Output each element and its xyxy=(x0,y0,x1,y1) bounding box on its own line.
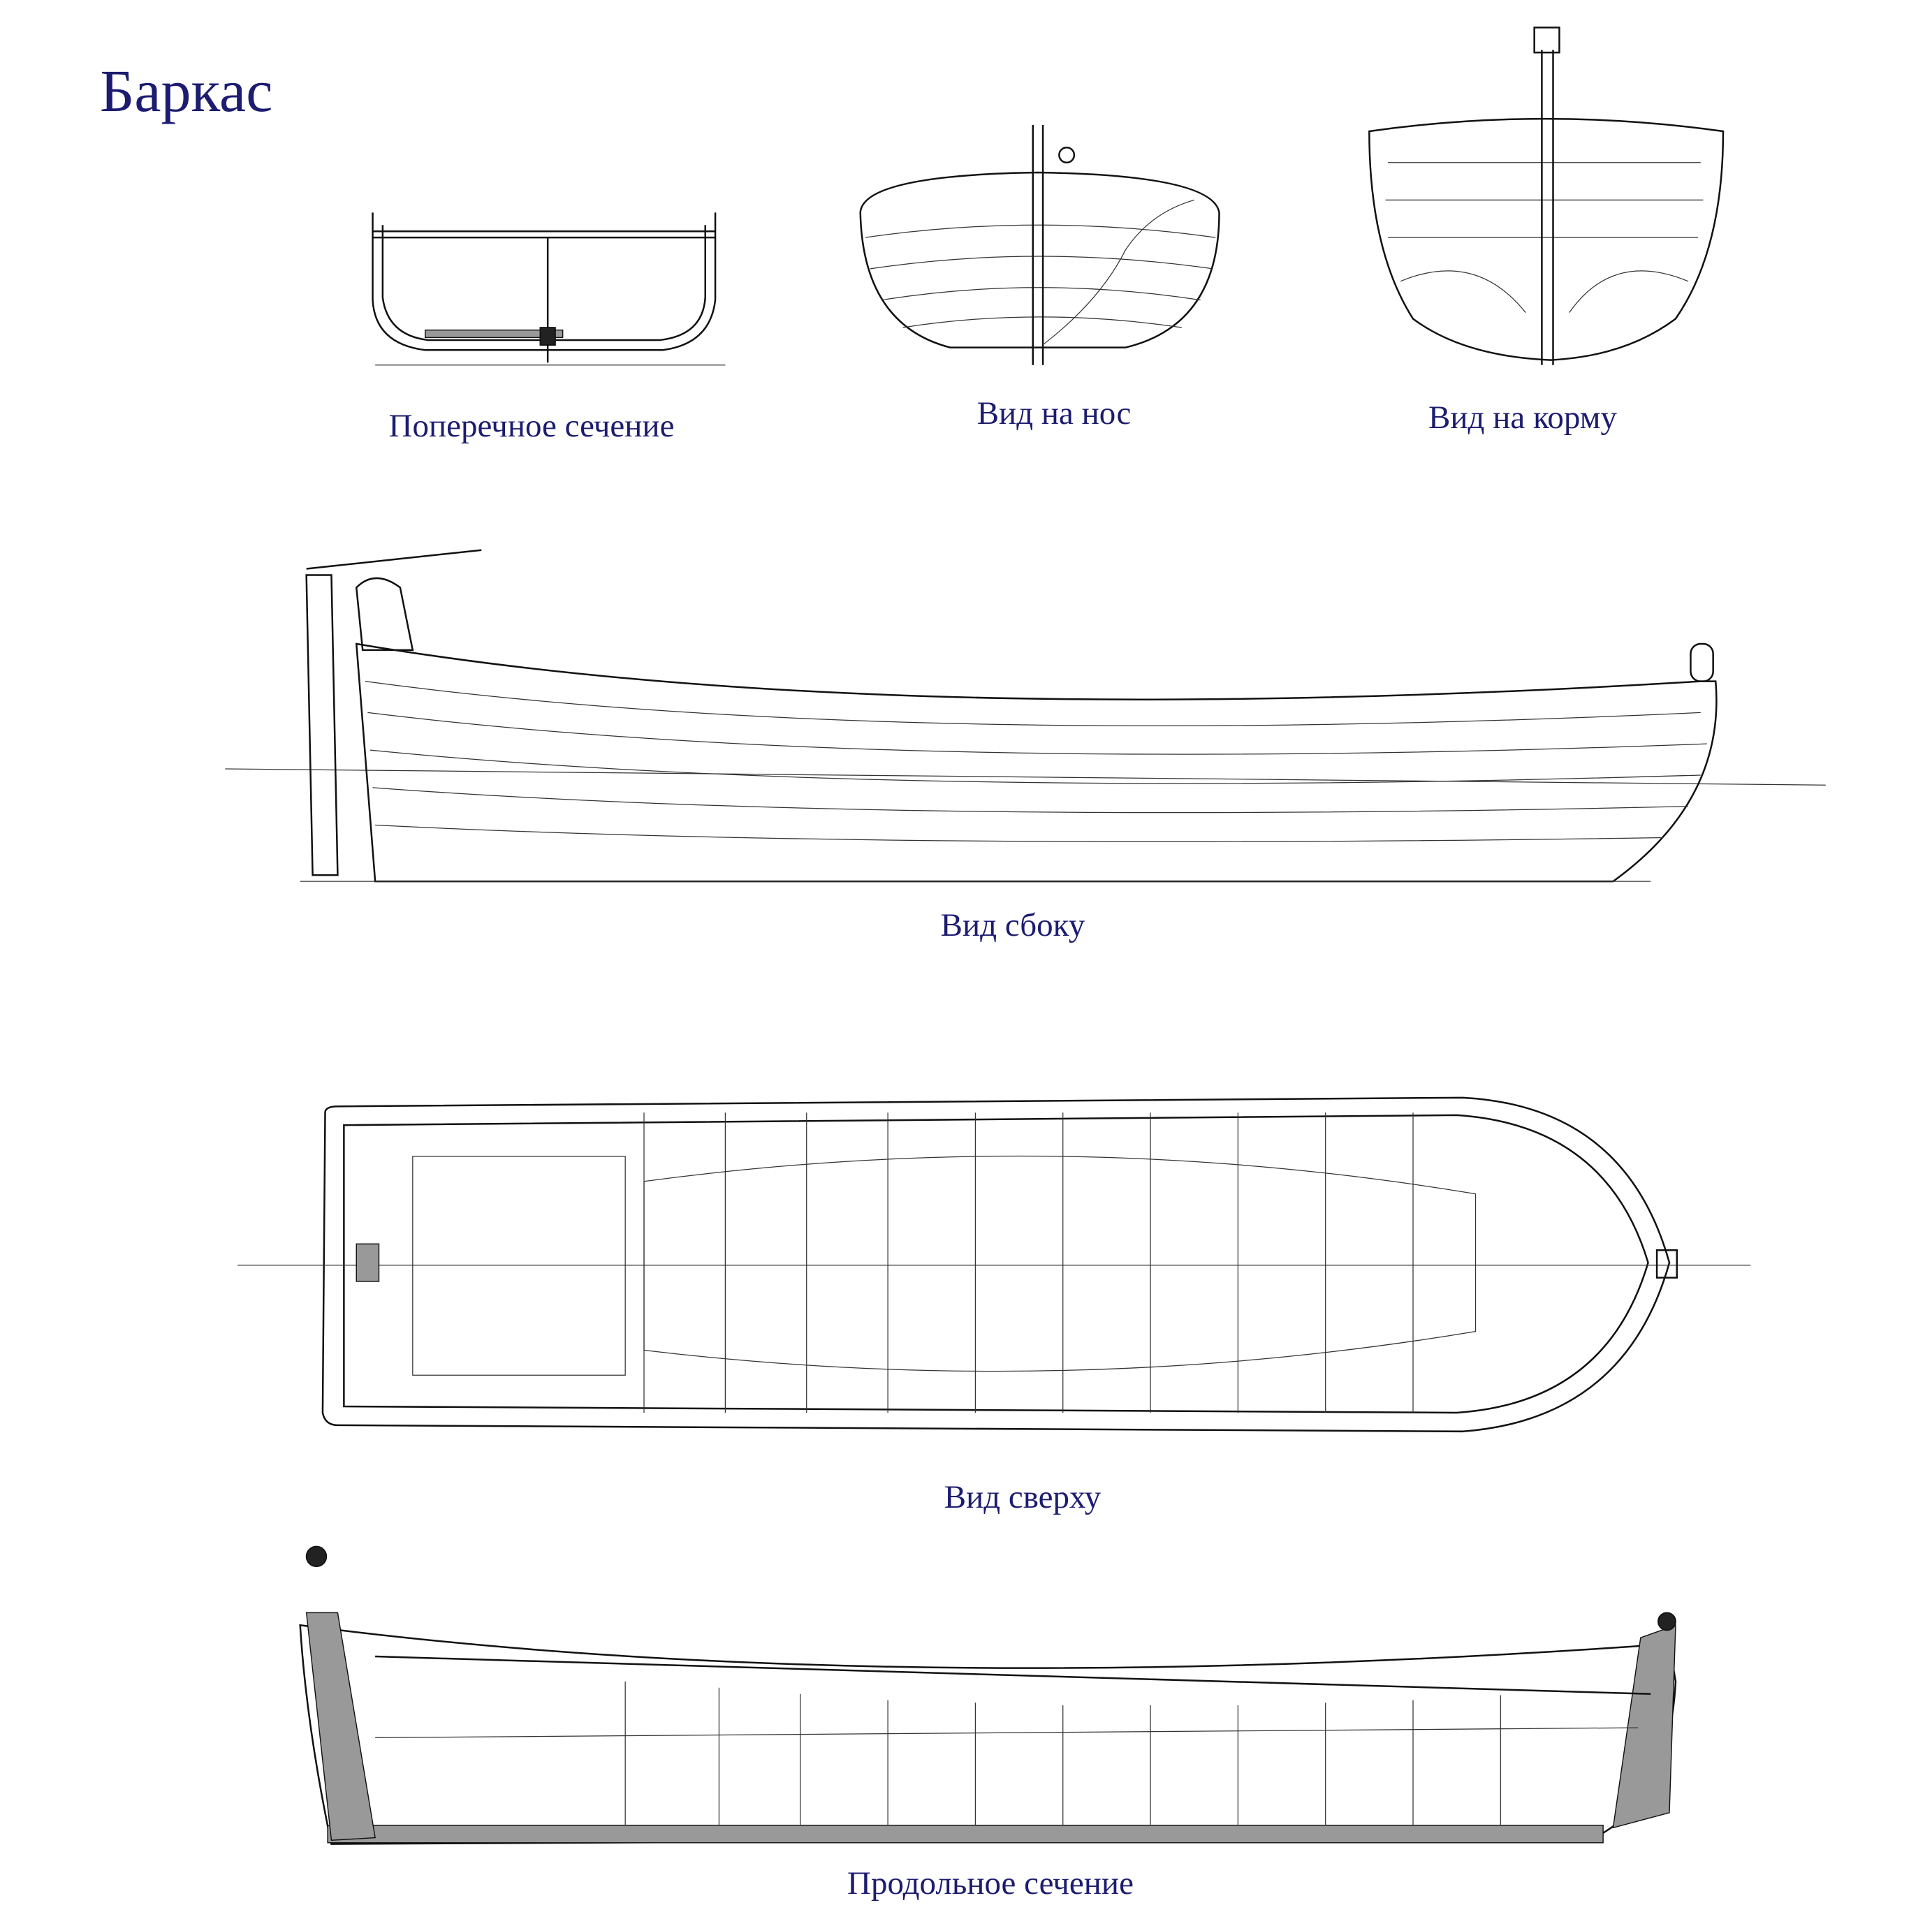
longitudinal-section-label: Продольное сечение xyxy=(847,1865,1134,1902)
side-view-drawing xyxy=(225,549,1826,883)
stern-view-drawing xyxy=(1368,27,1725,365)
top-view-label: Вид сверху xyxy=(944,1479,1102,1515)
cross-section-label: Поперечное сечение xyxy=(388,408,675,444)
cross-section-drawing xyxy=(372,212,726,366)
longitudinal-section-drawing xyxy=(299,1545,1677,1845)
side-view-label: Вид сбоку xyxy=(940,907,1085,943)
bow-view-drawing xyxy=(859,125,1220,365)
bow-view-label: Вид на нос xyxy=(976,395,1132,432)
page-title: Баркас xyxy=(100,57,273,124)
top-view-drawing xyxy=(237,1096,1751,1433)
stern-view-label: Вид на корму xyxy=(1428,399,1617,436)
